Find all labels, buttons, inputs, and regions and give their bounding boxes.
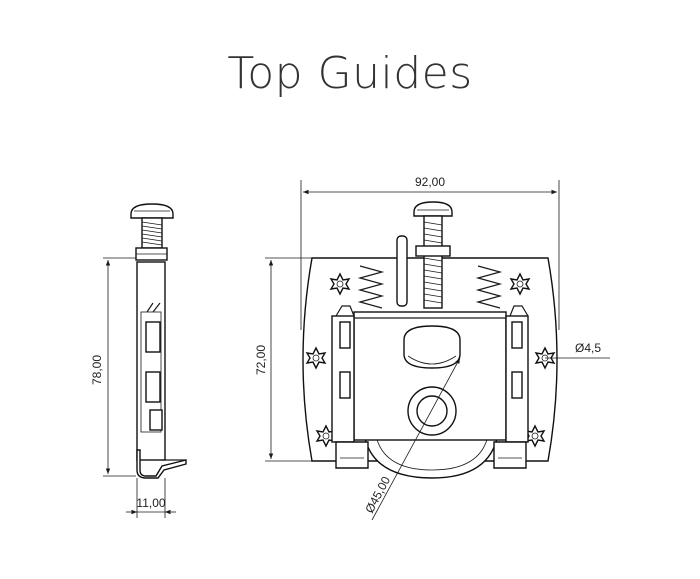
wheel [363, 433, 499, 479]
wheel-diameter-label: Ø45,00 [362, 474, 393, 516]
side-view: 78,00 11,00 [90, 203, 187, 518]
side-depth-label: 11,00 [136, 496, 165, 510]
page-title: Top Guides [227, 48, 473, 99]
hole-diameter-label: Ø4,5 [575, 341, 601, 355]
overall-width-label: 92,00 [415, 175, 445, 189]
side-height-label: 78,00 [90, 355, 104, 385]
springs [357, 265, 503, 309]
front-view: 92,00 72,00 [254, 175, 610, 521]
bolt [413, 201, 453, 309]
main-height-label: 72,00 [254, 345, 268, 375]
